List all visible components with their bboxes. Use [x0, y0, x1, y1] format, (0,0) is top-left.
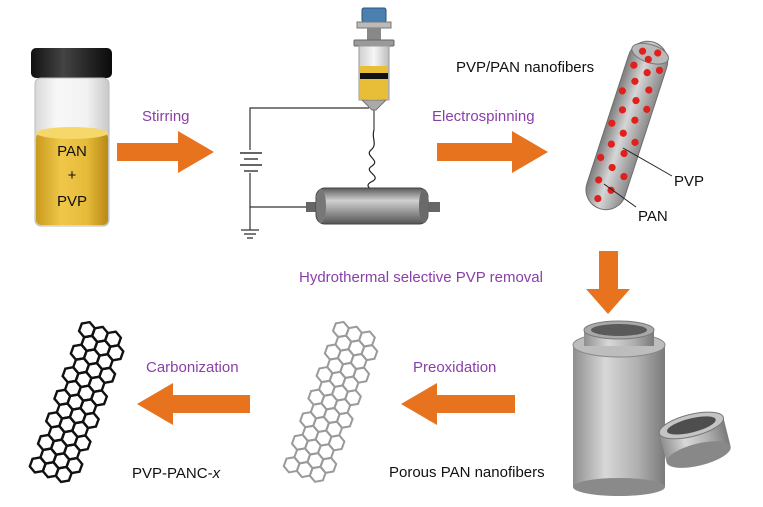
label-pan: PAN [638, 208, 668, 225]
arrow-electrospinning [437, 131, 548, 173]
step-stirring: Stirring [142, 108, 190, 125]
arrow-hydrothermal [586, 251, 630, 314]
fiber-title: PVP/PAN nanofibers [456, 59, 594, 76]
hydrothermal-autoclave [572, 320, 731, 496]
product-label-suffix: x [212, 465, 221, 482]
porous-pan-nanofiber [282, 320, 379, 483]
arrow-preoxidation [401, 383, 515, 425]
vial-label-plus: + [68, 167, 77, 184]
carbonized-nanofiber [28, 320, 125, 484]
arrow-carbonization [137, 383, 250, 425]
pvp-pan-nanofiber [585, 40, 673, 211]
step-preoxidation: Preoxidation [413, 359, 496, 376]
lattice-cell [54, 465, 73, 484]
step-electrospinning: Electrospinning [432, 108, 535, 125]
step-hydrothermal: Hydrothermal selective PVP removal [299, 269, 543, 286]
vial-label-pvp: PVP [57, 193, 87, 210]
porous-label: Porous PAN nanofibers [389, 464, 545, 481]
product-label: PVP-PANC-x [132, 465, 221, 482]
electrospinning-setup [240, 7, 440, 239]
label-pvp: PVP [674, 173, 704, 190]
vial-label-pan: PAN [57, 143, 87, 160]
lattice-cell [308, 465, 327, 483]
precursor-vial: PAN + PVP [31, 48, 112, 227]
arrow-stirring [117, 131, 214, 173]
step-carbonization: Carbonization [146, 359, 239, 376]
product-label-prefix: PVP-PANC- [132, 465, 213, 482]
